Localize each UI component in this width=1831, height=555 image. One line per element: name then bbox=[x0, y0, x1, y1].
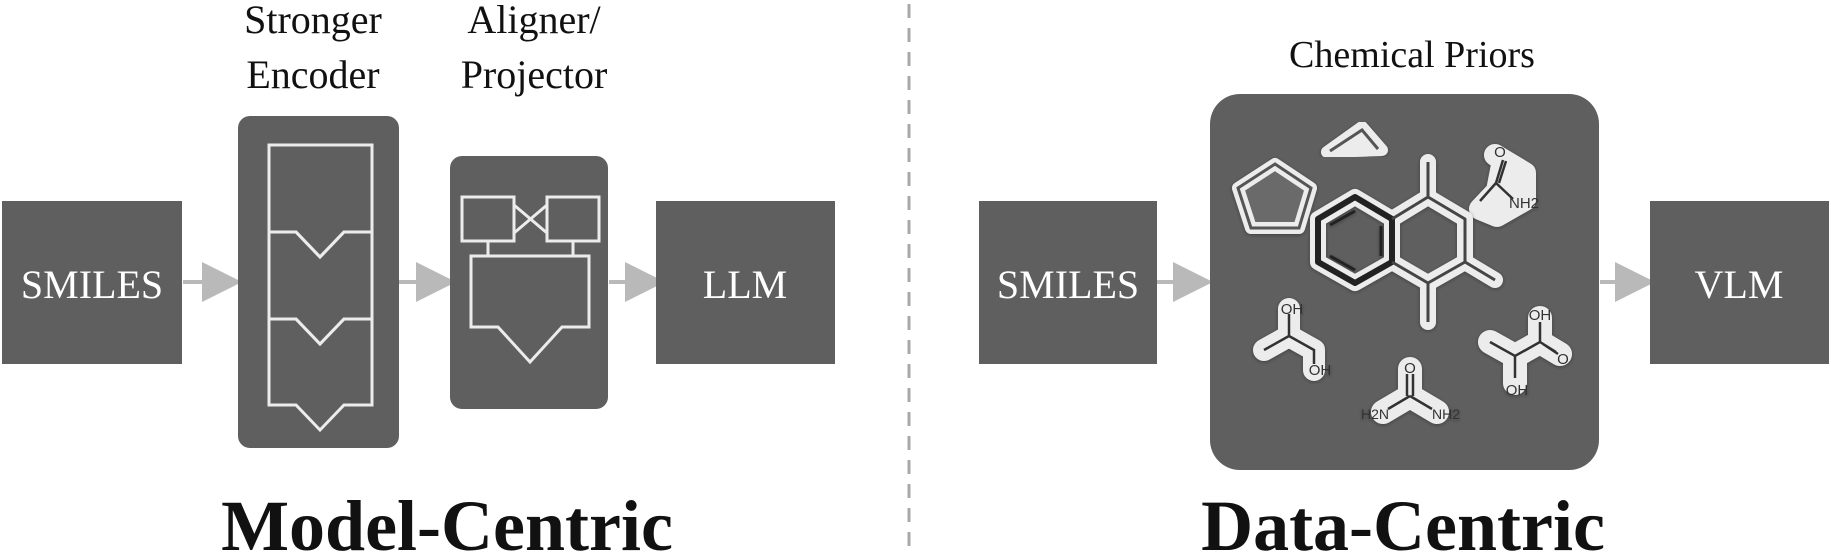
encoder-label-line2: Encoder bbox=[246, 52, 379, 97]
diol-molecule-icon: OH OH bbox=[1253, 298, 1332, 381]
amide-molecule-icon: O NH2 bbox=[1469, 144, 1539, 227]
encoder-block bbox=[238, 116, 399, 448]
urea-molecule-icon: O H2N NH2 bbox=[1361, 357, 1460, 424]
tetralin-molecule-icon bbox=[1310, 154, 1503, 330]
smiles-input-box-left: SMILES bbox=[2, 201, 182, 364]
chemical-priors-panel: O NH2 OH OH O H2N bbox=[1210, 94, 1599, 470]
amide-nh2-label: NH2 bbox=[1509, 195, 1539, 212]
smiles-label-left: SMILES bbox=[21, 262, 163, 307]
urea-h2n-label: H2N bbox=[1361, 406, 1389, 422]
vlm-output-box: VLM bbox=[1650, 201, 1829, 364]
data-centric-panel: SMILES Chemical Priors O bbox=[979, 34, 1829, 555]
urea-o-label: O bbox=[1404, 360, 1416, 377]
llm-label: LLM bbox=[703, 262, 787, 307]
acid-oh-top-label: OH bbox=[1529, 307, 1552, 324]
model-centric-title: Model-Centric bbox=[221, 486, 673, 555]
smiles-label-right: SMILES bbox=[997, 262, 1139, 307]
chemical-priors-label: Chemical Priors bbox=[1289, 34, 1535, 76]
aligner-label-line1: Aligner/ bbox=[467, 0, 601, 42]
lactic-acid-molecule-icon: OH O OH bbox=[1478, 306, 1572, 399]
model-centric-panel: SMILES Stronger Encoder Aligner/ Project… bbox=[2, 0, 835, 555]
data-centric-title: Data-Centric bbox=[1201, 486, 1605, 555]
aligner-block bbox=[450, 156, 608, 409]
smiles-input-box-right: SMILES bbox=[979, 201, 1157, 364]
diol-oh-top-label: OH bbox=[1281, 301, 1304, 318]
aligner-down-arrow-icon bbox=[469, 254, 591, 365]
aligner-cross-icon bbox=[513, 203, 548, 235]
aligner-label-line2: Projector bbox=[461, 52, 608, 97]
llm-output-box: LLM bbox=[656, 201, 835, 364]
acid-o-label: O bbox=[1557, 351, 1569, 368]
diol-oh-bottom-label: OH bbox=[1309, 362, 1332, 379]
acid-oh-bottom-label: OH bbox=[1506, 382, 1529, 399]
encoder-layer-icon-3 bbox=[267, 317, 374, 433]
cyclopentane-molecule-icon bbox=[1232, 158, 1317, 234]
amide-o-label: O bbox=[1494, 144, 1506, 161]
encoder-label-line1: Stronger bbox=[244, 0, 382, 42]
vlm-label: VLM bbox=[1695, 262, 1784, 307]
ethylene-fragment-icon bbox=[1321, 121, 1388, 158]
urea-nh2-label: NH2 bbox=[1432, 406, 1460, 422]
